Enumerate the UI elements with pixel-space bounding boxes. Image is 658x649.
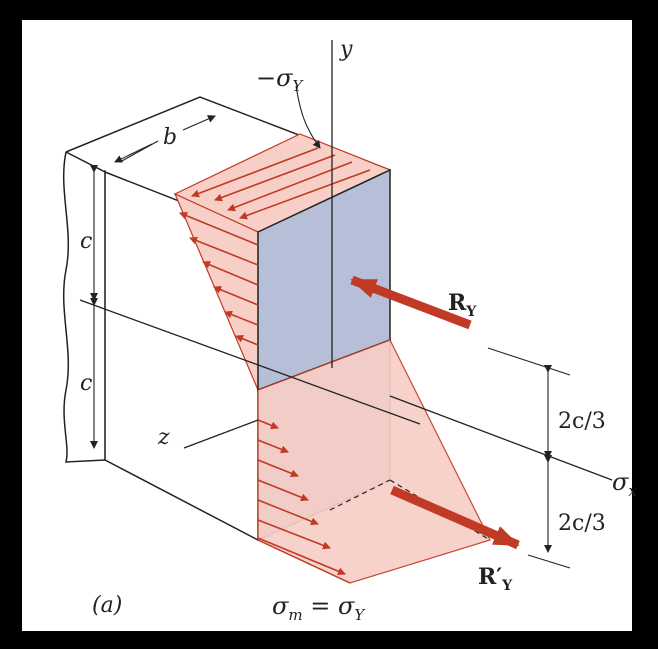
depth-lower-label: c: [80, 371, 92, 396]
dimension-lines: [90, 115, 571, 569]
resultant-upper-label: RY: [448, 290, 477, 320]
top-stress-leader: [295, 85, 321, 149]
lower-stress-arrows: [257, 419, 346, 576]
panel-label: (a): [92, 593, 122, 618]
resultant-arrows: [350, 275, 520, 550]
width-label: b: [163, 125, 177, 150]
axis-x-label: σx: [612, 468, 637, 500]
depth-upper-label: c: [80, 229, 92, 254]
top-stress-label: −σY: [256, 64, 305, 95]
bottom-stress-label: σm = σY: [272, 592, 366, 624]
resultant-lower-label: R′Y: [478, 564, 513, 594]
axis-z-label: z: [157, 425, 170, 450]
upper-stress-arrows: [179, 147, 371, 346]
axes: [79, 40, 613, 481]
axis-y-label: y: [339, 37, 353, 62]
dimension-upper-label: 2c/3: [558, 409, 606, 434]
dimension-lower-label: 2c/3: [558, 511, 606, 536]
